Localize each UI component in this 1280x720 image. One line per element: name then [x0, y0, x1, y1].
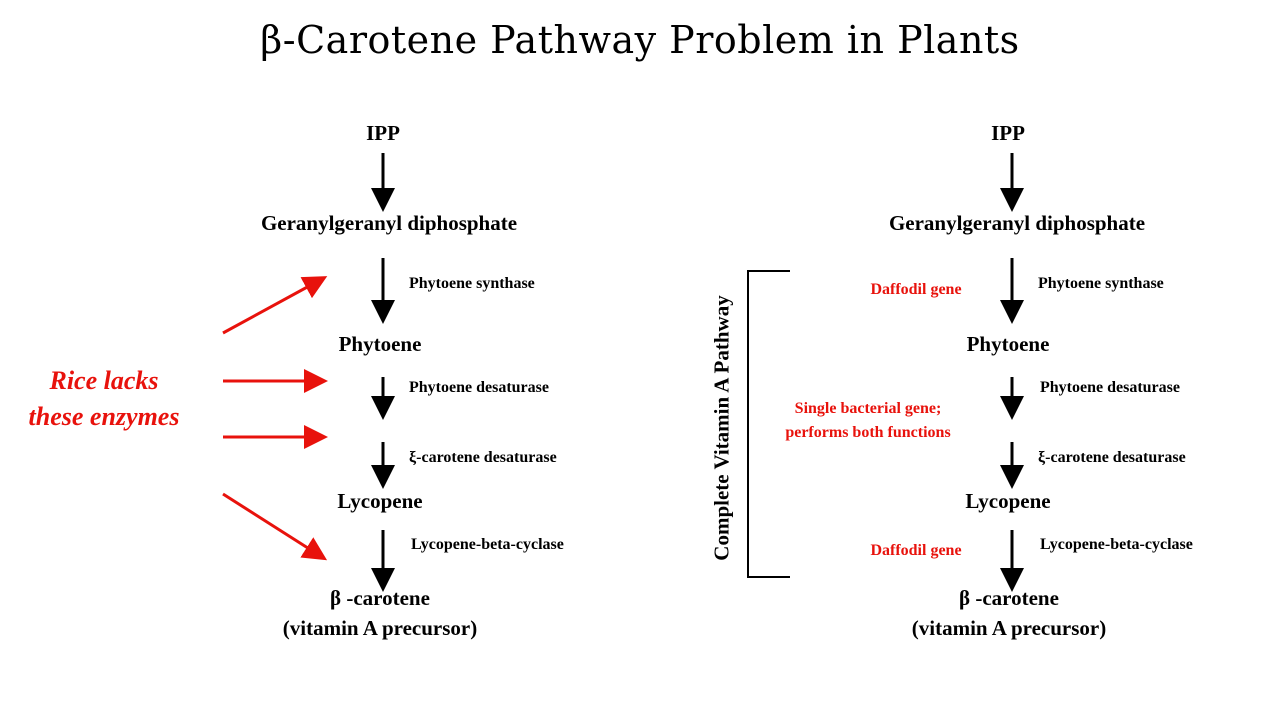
left-node-carotene: β -carotene (vitamin A precursor) [283, 583, 477, 643]
right-node-lycopene: Lycopene [965, 489, 1051, 513]
left-node-ggpp: Geranylgeranyl diphosphate [260, 211, 518, 235]
complete-pathway-label: Complete Vitamin A Pathway [709, 295, 734, 561]
red-arrow-phytoene-synthase [222, 276, 328, 335]
right-node-carotene: β -carotene (vitamin A precursor) [912, 583, 1106, 643]
right-node-phytoene: Phytoene [966, 332, 1050, 356]
left-enzyme-phytoene-desaturase: Phytoene desaturase [409, 379, 549, 396]
left-enzyme-lycopene-cyclase: Lycopene-beta-cyclase [411, 536, 564, 553]
bacterial-line1: Single bacterial gene; [794, 400, 942, 417]
rice-lacks-callout: Rice lacks these enzymes [29, 363, 180, 435]
bacterial-line2: performs both functions [785, 424, 951, 441]
daffodil-gene-top: Daffodil gene [870, 281, 962, 298]
bacterial-gene-note: Single bacterial gene; performs both fun… [785, 397, 950, 445]
right-carotene-sub: (vitamin A precursor) [911, 616, 1107, 640]
right-enzyme-phytoene-synthase: Phytoene synthase [1038, 275, 1164, 292]
left-node-ipp: IPP [366, 121, 400, 145]
right-node-ggpp: Geranylgeranyl diphosphate [888, 211, 1146, 235]
daffodil-gene-bottom: Daffodil gene [870, 542, 962, 559]
right-node-ipp: IPP [991, 121, 1025, 145]
right-carotene-label: β -carotene [959, 586, 1059, 610]
callout-line2: these enzymes [28, 402, 180, 431]
left-enzyme-zeta-desaturase: ξ-carotene desaturase [409, 449, 557, 466]
right-enzyme-phytoene-desaturase: Phytoene desaturase [1040, 379, 1180, 396]
right-enzyme-lycopene-cyclase: Lycopene-beta-cyclase [1040, 536, 1193, 553]
right-enzyme-zeta-desaturase: ξ-carotene desaturase [1038, 449, 1186, 466]
left-node-lycopene: Lycopene [337, 489, 423, 513]
slide-title: β-Carotene Pathway Problem in Plants [260, 18, 1020, 62]
pathway-bracket [747, 270, 790, 578]
callout-line1: Rice lacks [49, 366, 159, 395]
red-arrow-lycopene-cyclase [222, 492, 328, 561]
left-carotene-sub: (vitamin A precursor) [282, 616, 478, 640]
left-enzyme-phytoene-synthase: Phytoene synthase [409, 275, 535, 292]
left-node-phytoene: Phytoene [338, 332, 422, 356]
left-carotene-label: β -carotene [330, 586, 430, 610]
